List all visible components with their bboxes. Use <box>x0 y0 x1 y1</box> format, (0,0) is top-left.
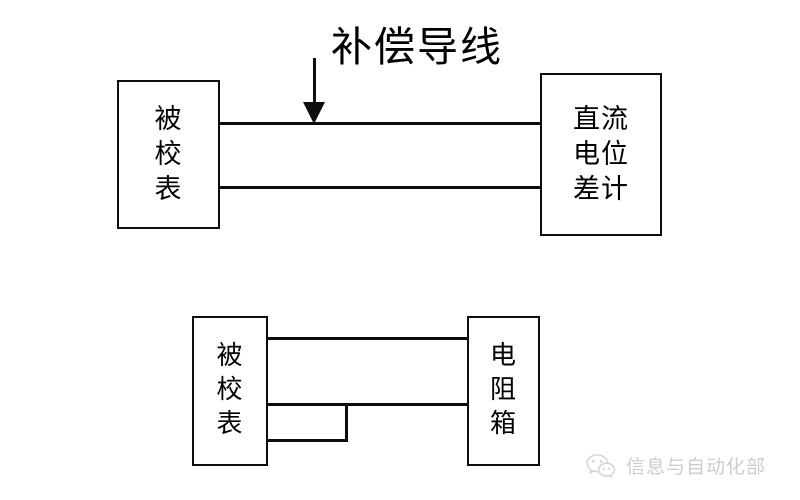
box-instrument-under-calibration-top: 被 校 表 <box>117 80 220 229</box>
wire-bottom-lower <box>266 439 347 442</box>
arrow-head-icon <box>303 102 325 124</box>
watermark: 信息与自动化部 <box>586 452 766 479</box>
arrow-shaft <box>313 58 316 106</box>
box-resistance-box: 电 阻 箱 <box>467 316 540 466</box>
wechat-icon <box>586 453 616 478</box>
wire-top-upper <box>218 122 542 125</box>
wire-bottom-upper <box>266 337 469 340</box>
box-dc-potentiometer: 直流 电位 差计 <box>540 73 662 236</box>
watermark-label: 信息与自动化部 <box>626 456 767 478</box>
annotation-label-compensating-wire: 补偿导线 <box>331 23 503 71</box>
wire-bottom-middle <box>266 403 469 406</box>
wire-bottom-jumper <box>345 403 348 442</box>
box-instrument-under-calibration-bottom: 被 校 表 <box>192 316 268 466</box>
wire-top-lower <box>218 186 542 189</box>
